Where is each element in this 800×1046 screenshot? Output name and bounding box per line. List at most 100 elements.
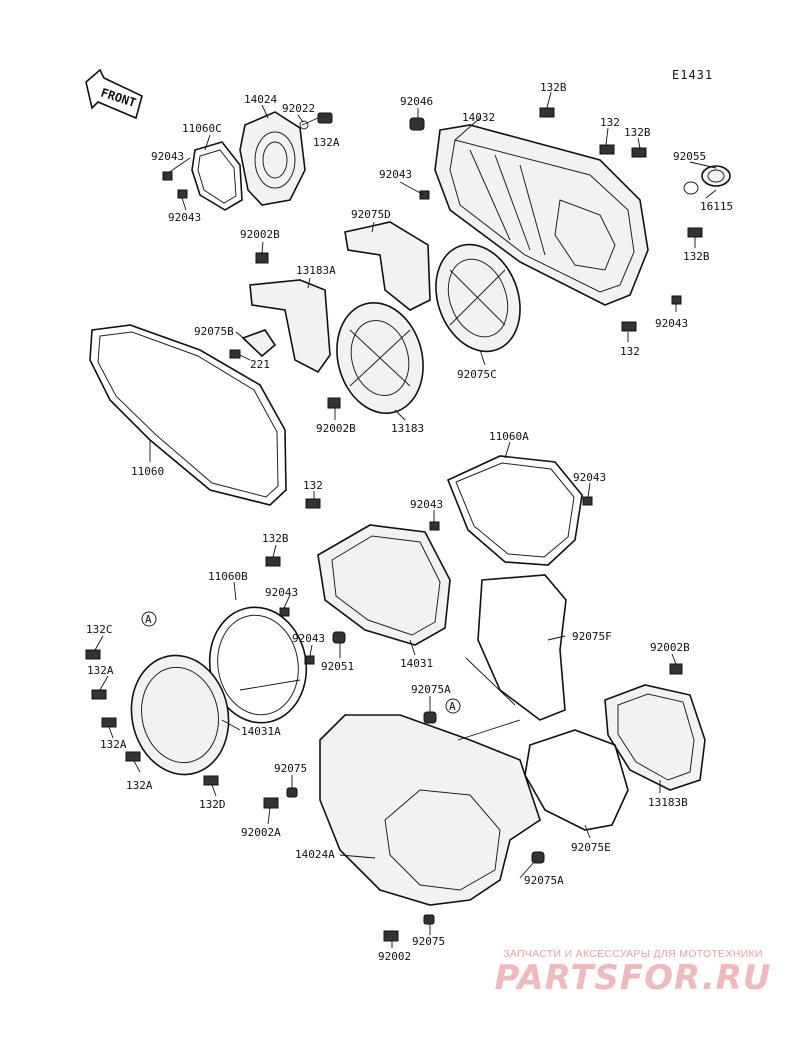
bolt-92002 [383, 930, 399, 942]
callout-92046: 92046 [400, 95, 433, 108]
callout-14024A: 14024A [295, 848, 335, 861]
bolt-92002A [263, 797, 279, 809]
bolt-132-c [305, 498, 321, 509]
callout-13183: 13183 [391, 422, 424, 435]
bracket-13183B [604, 684, 706, 791]
callout-132A-b: 132A [100, 738, 127, 751]
callout-92075C: 92075C [457, 368, 497, 381]
cover-14031A [130, 654, 230, 776]
dowel-92043-b [177, 189, 188, 199]
bolt-132A-c [125, 751, 141, 762]
callout-132B-a: 132B [540, 81, 567, 94]
callout-132-a: 132 [600, 116, 620, 129]
callout-221: 221 [250, 358, 270, 371]
bolt-132A-a [91, 689, 107, 700]
callout-13183A: 13183A [296, 264, 336, 277]
bolt-132B-b [631, 147, 647, 158]
bolt-132C [85, 649, 101, 660]
callout-92075A-a: 92075A [411, 683, 451, 696]
gasket-11060C [191, 141, 243, 211]
bolt-132B-a [539, 107, 555, 118]
watermark-logo: PARTSFOR.RU [494, 958, 772, 998]
bolt-132A-top [301, 112, 333, 126]
callout-92043-a: 92043 [151, 150, 184, 163]
callout-132B-c: 132B [683, 250, 710, 263]
callout-A-2: A [449, 700, 456, 713]
cap-92046 [409, 117, 425, 131]
callout-92002A: 92002A [241, 826, 281, 839]
callout-132A-top: 132A [313, 136, 340, 149]
dowel-92043-g [279, 607, 290, 617]
dowel-92043-d [419, 190, 430, 200]
marker-A-1 [141, 611, 157, 627]
bracket-92075B [241, 329, 277, 358]
callout-132B-d: 132B [262, 532, 289, 545]
callout-132A-c: 132A [126, 779, 153, 792]
leader-lines [94, 91, 717, 948]
callout-A-1: A [145, 613, 152, 626]
callout-16115: 16115 [700, 200, 733, 213]
grommet-92075-a [286, 787, 298, 798]
callout-132-b: 132 [620, 345, 640, 358]
cap-92051 [332, 631, 346, 644]
callout-14031: 14031 [400, 657, 433, 670]
callout-92043-b: 92043 [168, 211, 201, 224]
dowel-92043-e [582, 496, 593, 506]
callout-14024: 14024 [244, 93, 277, 106]
gasket-92075E [524, 729, 629, 831]
cover-14024 [239, 111, 306, 206]
cover-14024A [319, 714, 541, 906]
callout-92051: 92051 [321, 660, 354, 673]
callout-labels: 14024 92022 11060C 132A 92043 92043 9204… [86, 81, 733, 963]
gasket-11060A [446, 455, 583, 566]
grommet-92075-b [423, 914, 435, 925]
callout-92075-b: 92075 [412, 935, 445, 948]
callout-92002B-b: 92002B [316, 422, 356, 435]
callout-92043-d: 92043 [379, 168, 412, 181]
plug-16115 [701, 165, 731, 187]
callout-11060A: 11060A [489, 430, 529, 443]
callout-92075D: 92075D [351, 208, 391, 221]
dowel-92043-a [162, 171, 173, 181]
callout-14032: 14032 [462, 111, 495, 124]
bolt-132B-d [265, 556, 281, 567]
callout-92075A-b: 92075A [524, 874, 564, 887]
bolt-132-b [621, 321, 637, 332]
callout-92075F: 92075F [572, 630, 612, 643]
screen-92075C [435, 243, 521, 353]
marker-A-2 [445, 698, 461, 714]
bolt-92002B-c [669, 663, 683, 675]
dowel-92043-c [671, 295, 682, 305]
callout-11060B: 11060B [208, 570, 248, 583]
callout-132-c: 132 [303, 479, 323, 492]
cover-14032 [434, 124, 649, 306]
callout-132A-a: 132A [87, 664, 114, 677]
callout-11060C: 11060C [182, 122, 222, 135]
diagram-id: E1431 [672, 68, 713, 82]
callout-13183B: 13183B [648, 796, 688, 809]
washer-92022 [299, 120, 309, 130]
callout-14031A: 14031A [241, 725, 281, 738]
bolt-132A-b [101, 717, 117, 728]
callout-92043-g: 92043 [265, 586, 298, 599]
gasket-11060 [89, 324, 287, 506]
dowel-92043-f [429, 521, 440, 531]
gasket-92075F [477, 574, 567, 721]
bolt-221 [229, 349, 241, 359]
callout-132B-b: 132B [624, 126, 651, 139]
cover-14031 [317, 524, 451, 646]
watermark: ЗАПЧАСТИ И АКСЕССУАРЫ ДЛЯ МОТОТЕХНИКИ PA… [478, 948, 788, 996]
callout-92043-c: 92043 [655, 317, 688, 330]
cap-92075A-a [423, 711, 437, 724]
callout-92075-a: 92075 [274, 762, 307, 775]
callout-92055: 92055 [673, 150, 706, 163]
callout-92043-h: 92043 [292, 632, 325, 645]
callout-132C: 132C [86, 623, 113, 636]
callout-92043-e: 92043 [573, 471, 606, 484]
bolt-132-a [599, 144, 615, 155]
cap-92075A-b [531, 851, 545, 864]
callout-92075B: 92075B [194, 325, 234, 338]
callout-132D: 132D [199, 798, 226, 811]
callout-11060: 11060 [131, 465, 164, 478]
